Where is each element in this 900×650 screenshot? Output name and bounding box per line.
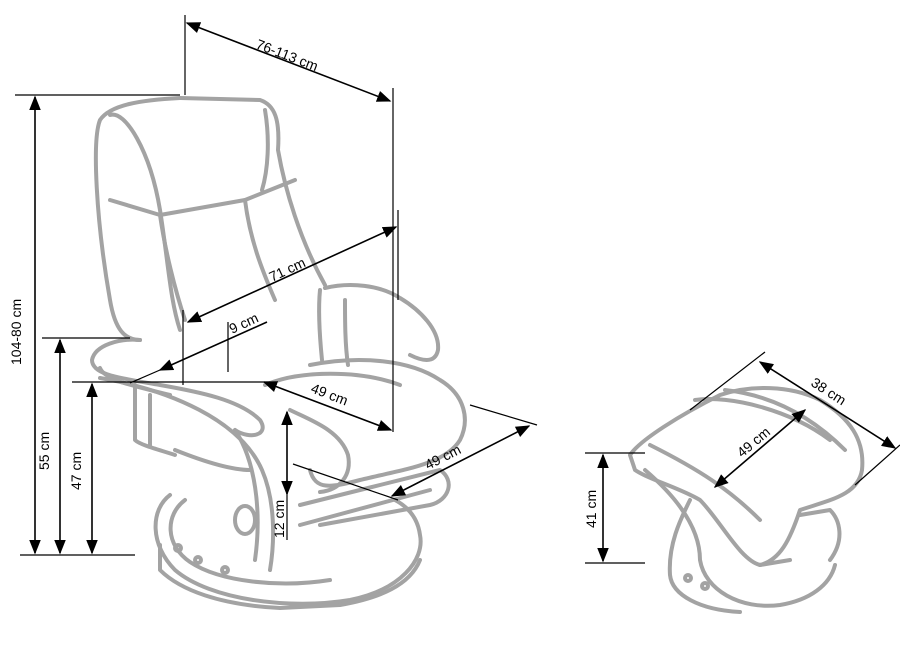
footstool-width-arrow (758, 361, 897, 449)
backrest-length-arrow (186, 226, 398, 323)
footstool-depth-arrow (713, 409, 807, 488)
seat-depth-arrow (262, 381, 393, 431)
armrest-offset-arrow (158, 321, 268, 371)
seat-depth-label: 49 cm (309, 380, 350, 409)
footstool-width-label: 38 cm (808, 374, 849, 408)
depth-range-arrow (185, 22, 392, 102)
height-range-label: 104-80 cm (8, 299, 24, 365)
footstool-drawing (628, 386, 865, 614)
seat-width-arrow (390, 425, 531, 497)
depth-range-label: 76-113 cm (254, 36, 321, 74)
seat-width-label: 49 cm (422, 441, 463, 473)
seat-thickness-label: 12 cm (271, 500, 287, 538)
seat-height-label: 47 cm (68, 452, 84, 490)
chair-dimensions: 76-113 cm 104-80 cm 55 cm 47 cm 71 cm 9 … (8, 15, 538, 556)
armrest-height-label: 55 cm (36, 432, 52, 470)
backrest-length-label: 71 cm (267, 254, 308, 285)
footstool-height-label: 41 cm (583, 490, 599, 528)
